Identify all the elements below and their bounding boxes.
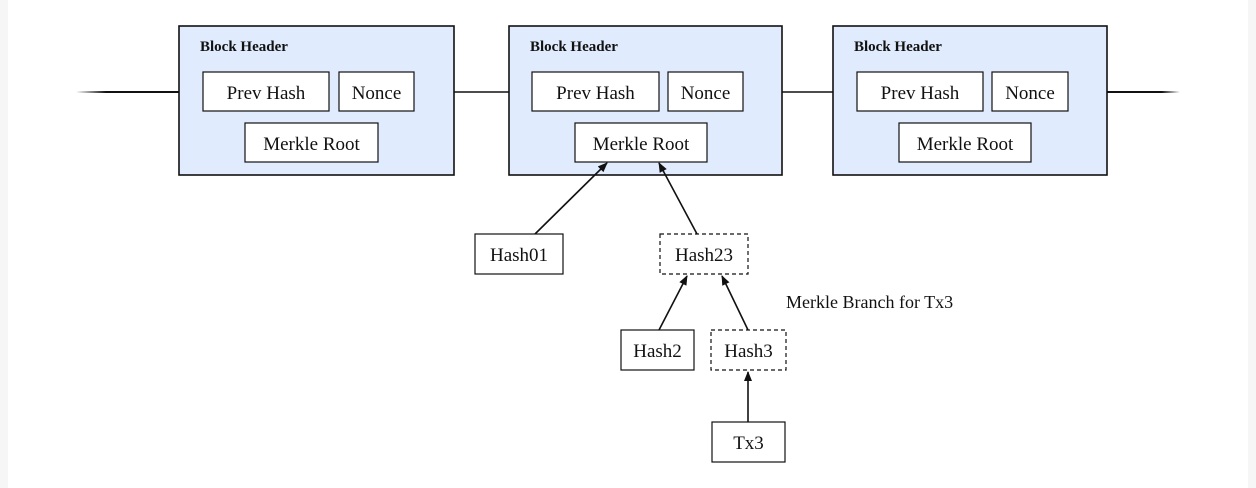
merkle-branch-label: Merkle Branch for Tx3 [786, 292, 953, 312]
block-3-merkle-root-box [898, 122, 1032, 163]
merkle-node-tx3: Tx3 [711, 421, 786, 463]
merkle-node-hash01: Hash01 [474, 233, 564, 275]
block-3-nonce-label: Nonce [1005, 83, 1055, 104]
block-1-prev-hash-box [202, 71, 330, 112]
edge-hash01-to-merkle-root [534, 162, 608, 235]
block-1-nonce-label: Nonce [352, 83, 402, 104]
block-3-merkle-root-label: Merkle Root [917, 134, 1014, 155]
block-2-merkle-root-label: Merkle Root [593, 134, 690, 155]
hash3-label: Hash3 [724, 341, 773, 362]
block-3-prev-hash-label: Prev Hash [881, 83, 960, 104]
merkle-node-hash23: Hash23 [659, 233, 749, 275]
block-2-nonce-label: Nonce [681, 83, 731, 104]
block-3-prev-hash-box [856, 71, 984, 112]
merkle-node-hash3: Hash3 [710, 329, 787, 371]
block-2-merkle-root-box [574, 122, 708, 163]
block-1-nonce-box [338, 71, 415, 112]
block-2: Block Header Prev Hash Nonce Merkle Root [508, 25, 783, 176]
hash2-label: Hash2 [633, 341, 682, 362]
block-3: Block Header Prev Hash Nonce Merkle Root [832, 25, 1108, 176]
hash3-box [710, 329, 787, 371]
hash23-label: Hash23 [675, 245, 733, 266]
block-2-prev-hash-label: Prev Hash [556, 83, 635, 104]
edge-hash3-to-hash23 [721, 275, 749, 331]
outgoing-chain-link [1107, 91, 1180, 93]
block-1: Block Header Prev Hash Nonce Merkle Root [178, 25, 455, 176]
block-3-nonce-box [991, 71, 1069, 112]
incoming-chain-link [76, 91, 196, 93]
block-2-prev-hash-box [531, 71, 660, 112]
block-3-header-label: Block Header [854, 39, 942, 55]
edge-hash2-to-hash23 [658, 275, 688, 331]
block-1-prev-hash-label: Prev Hash [227, 83, 306, 104]
hash2-box [620, 329, 695, 371]
hash01-label: Hash01 [490, 245, 548, 266]
edge-hash23-to-merkle-root [658, 162, 698, 235]
hash01-box [474, 233, 564, 275]
block-1-header-label: Block Header [200, 39, 288, 55]
block-1-merkle-root-label: Merkle Root [263, 134, 360, 155]
hash23-box [659, 233, 749, 275]
merkle-node-hash2: Hash2 [620, 329, 695, 371]
block-2-nonce-box [667, 71, 744, 112]
block-2-header-label: Block Header [530, 39, 618, 55]
tx3-label: Tx3 [733, 433, 764, 454]
tx3-box [711, 421, 786, 463]
block-1-merkle-root-box [244, 122, 379, 163]
